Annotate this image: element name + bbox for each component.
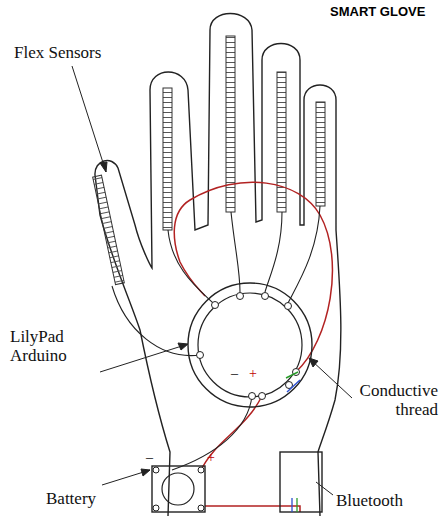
conductive-thread [205,506,300,512]
board-pin [197,293,300,400]
title: SMART GLOVE [330,4,425,19]
sensor-wire [112,206,320,470]
bluetooth-module [280,452,322,512]
lilypad-board [188,283,312,407]
glove-outline [95,14,341,516]
pin-sign: – [146,450,153,465]
flex-sensor [93,36,325,285]
pin-sign: + [249,366,257,381]
lilypad-board [198,293,302,397]
battery [152,466,205,512]
part-label: Bluetooth [336,492,403,511]
part-label: Battery [46,490,96,509]
battery-cell [162,473,194,505]
pin-sign: + [207,450,215,465]
part-label: Flex Sensors [14,44,101,63]
part-label: LilyPad Arduino [10,328,102,365]
pin-sign: – [231,366,238,381]
part-label: Conductive thread [350,382,438,419]
leader-line [72,66,352,495]
